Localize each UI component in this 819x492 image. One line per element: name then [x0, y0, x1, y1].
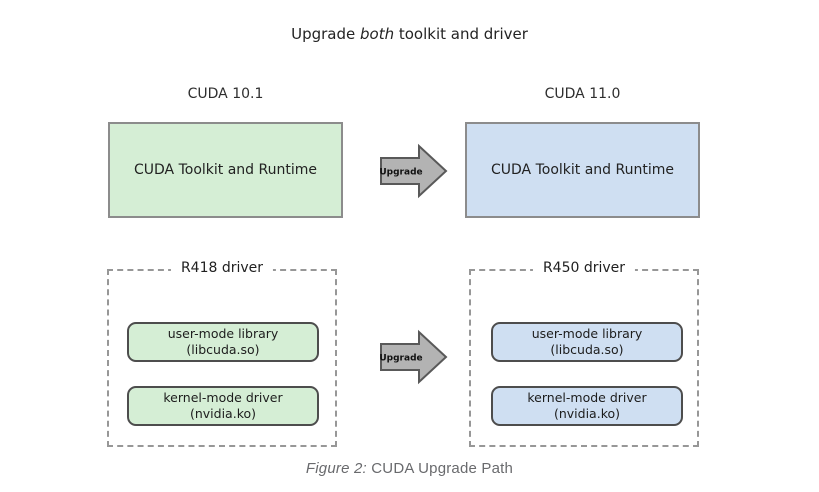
- figure-title: Upgrade both toolkit and driver: [0, 25, 819, 43]
- r418-driver-group-label: R418 driver: [170, 260, 274, 276]
- component-name: kernel-mode driver: [527, 390, 647, 406]
- r418-user-mode-library-box: user-mode library (libcuda.so): [127, 322, 319, 362]
- cuda-101-label: CUDA 10.1: [187, 86, 264, 102]
- r450-driver-group-label: R450 driver: [532, 260, 636, 276]
- upgrade-arrow-bottom-label: Upgrade: [379, 354, 422, 364]
- arrow-shape: [380, 329, 448, 385]
- component-detail: (nvidia.ko): [189, 406, 257, 421]
- arrow-shape: [380, 143, 448, 199]
- figure-caption-label: Figure 2:: [305, 460, 367, 477]
- r418-kernel-mode-driver-box: kernel-mode driver (nvidia.ko): [127, 386, 319, 426]
- r450-user-mode-library-box: user-mode library (libcuda.so): [491, 322, 683, 362]
- component-name: user-mode library: [167, 326, 279, 342]
- r450-driver-group: R450 driver user-mode library (libcuda.s…: [469, 260, 699, 447]
- component-detail: (nvidia.ko): [553, 406, 621, 421]
- cuda-101-toolkit-box-label: CUDA Toolkit and Runtime: [134, 162, 317, 178]
- figure-caption-text: CUDA Upgrade Path: [366, 460, 514, 477]
- r450-kernel-mode-driver-box: kernel-mode driver (nvidia.ko): [491, 386, 683, 426]
- component-detail: (libcuda.so): [550, 342, 624, 357]
- title-prefix: Upgrade: [291, 25, 360, 43]
- cuda-101-toolkit-box: CUDA Toolkit and Runtime: [108, 122, 343, 218]
- title-suffix: toolkit and driver: [394, 25, 528, 43]
- upgrade-arrow-top: Upgrade: [379, 143, 448, 199]
- cuda-110-toolkit-box: CUDA Toolkit and Runtime: [465, 122, 700, 218]
- upgrade-arrow-top-label: Upgrade: [379, 168, 422, 178]
- component-name: user-mode library: [531, 326, 643, 342]
- title-emphasis: both: [360, 25, 395, 43]
- component-name: kernel-mode driver: [163, 390, 283, 406]
- component-detail: (libcuda.so): [186, 342, 260, 357]
- r418-driver-group: R418 driver user-mode library (libcuda.s…: [107, 260, 337, 447]
- cuda-110-toolkit-box-label: CUDA Toolkit and Runtime: [491, 162, 674, 178]
- figure-caption: Figure 2: CUDA Upgrade Path: [0, 460, 819, 477]
- cuda-110-label: CUDA 11.0: [544, 86, 621, 102]
- upgrade-arrow-bottom: Upgrade: [379, 329, 448, 385]
